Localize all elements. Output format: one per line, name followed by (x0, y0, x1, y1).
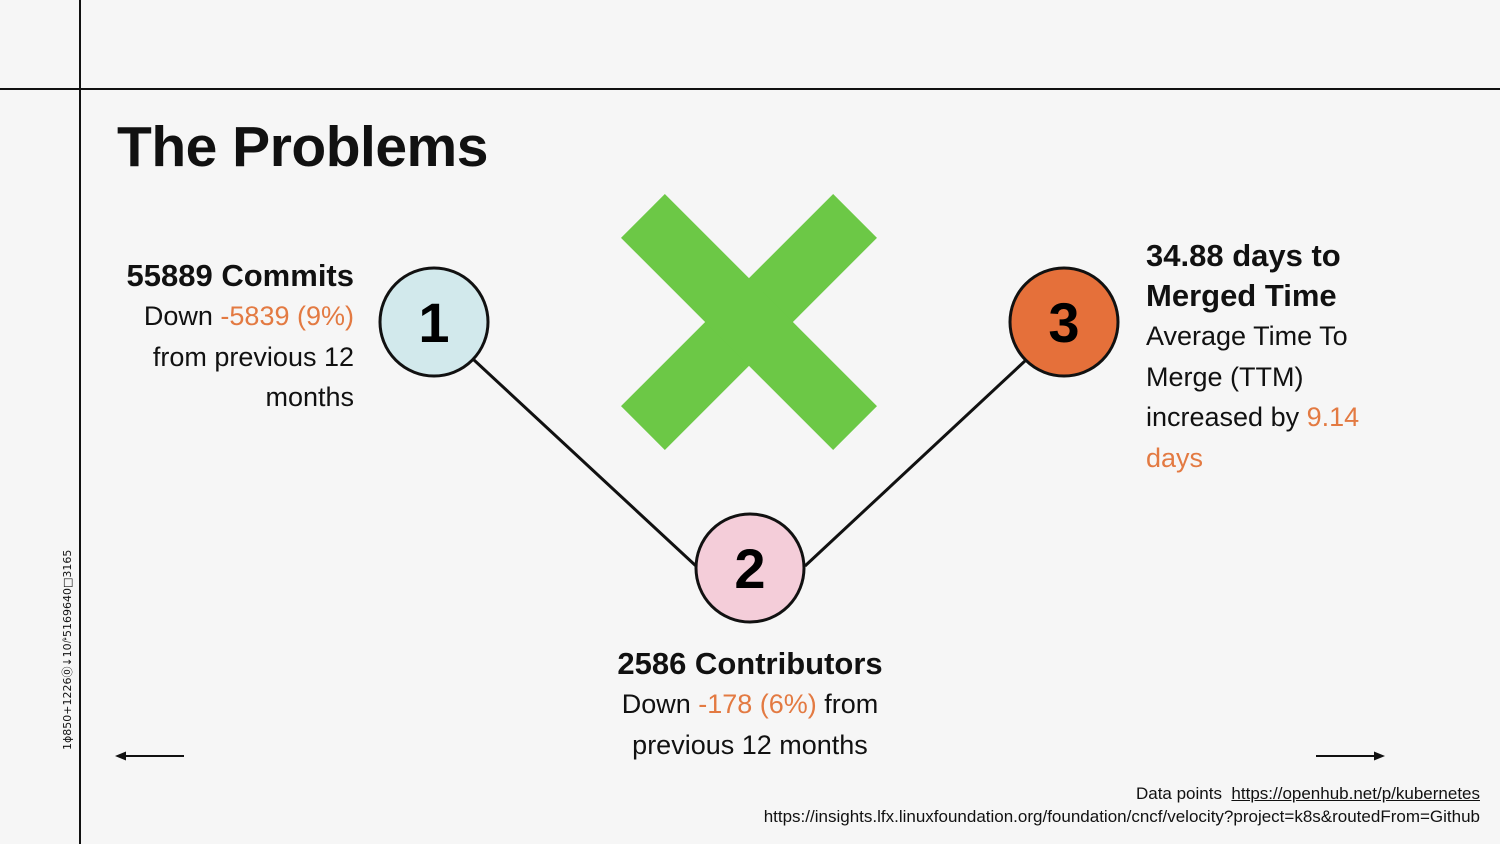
problem-merge-time: 34.88 days to Merged Time Average Time T… (1146, 236, 1406, 478)
circle-number-2: 2 (734, 537, 765, 600)
contributors-pre: Down (621, 689, 699, 719)
circle-problem-1: 1 (378, 266, 490, 378)
contributors-post: from previous 12 months (632, 689, 879, 760)
page-title: The Problems (117, 115, 488, 179)
sources-line-2: https://insights.lfx.linuxfoundation.org… (764, 805, 1480, 828)
connector-1-2 (472, 358, 698, 568)
commits-change: -5839 (9%) (220, 301, 354, 331)
problem-contributors: 2586 Contributors Down -178 (6%) from pr… (580, 644, 920, 765)
merge-time-heading: 34.88 days to Merged Time (1146, 238, 1341, 313)
arrow-left-icon[interactable] (114, 748, 186, 764)
contributors-description: Down -178 (6%) from previous 12 months (580, 684, 920, 765)
contributors-change: -178 (6%) (698, 689, 817, 719)
circle-number-3: 3 (1048, 291, 1079, 354)
commits-pre: Down (143, 301, 221, 331)
left-divider (79, 0, 81, 844)
top-divider (0, 88, 1500, 90)
commits-heading: 55889 Commits (126, 258, 354, 293)
commits-description: Down -5839 (9%) from previous 12 months (100, 296, 354, 418)
sources-label: Data points (1135, 784, 1222, 803)
connector-2-3 (803, 358, 1028, 568)
merge-time-description: Average Time To Merge (TTM) increased by… (1146, 316, 1406, 478)
contributors-heading: 2586 Contributors (617, 646, 883, 681)
circle-problem-3: 3 (1008, 266, 1120, 378)
commits-post: from previous 12 months (152, 341, 354, 413)
sources-line-1: Data points https://openhub.net/p/kubern… (764, 782, 1480, 805)
openhub-link[interactable]: https://openhub.net/p/kubernetes (1231, 784, 1480, 803)
circle-problem-2: 2 (694, 512, 806, 624)
data-sources: Data points https://openhub.net/p/kubern… (764, 782, 1480, 828)
circle-number-1: 1 (418, 291, 449, 354)
cross-icon (621, 194, 877, 450)
arrow-right-icon[interactable] (1314, 748, 1386, 764)
lfx-insights-link[interactable]: https://insights.lfx.linuxfoundation.org… (763, 807, 1480, 826)
problem-commits: 55889 Commits Down -5839 (9%) from previ… (100, 256, 354, 418)
merge-time-change: 9.14 days (1146, 402, 1360, 473)
merge-time-pre: Average Time To Merge (TTM) increased by (1146, 321, 1348, 432)
